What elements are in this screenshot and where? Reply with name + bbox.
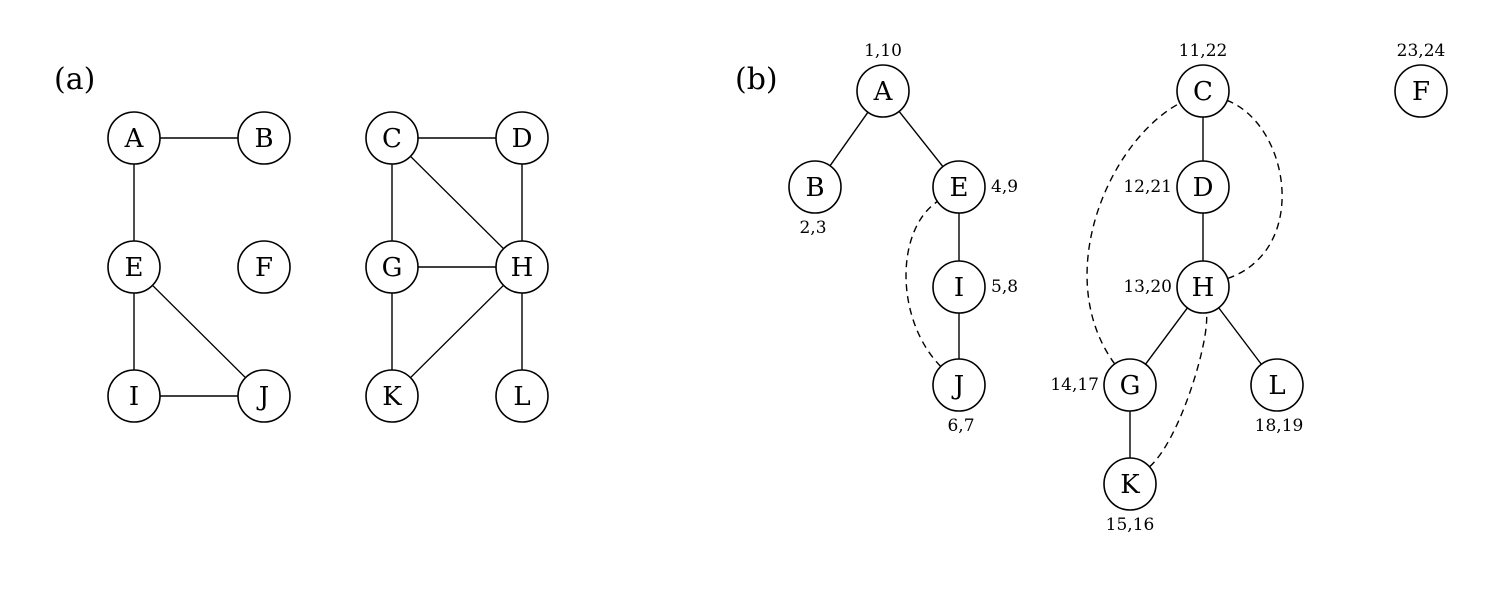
b-node-circle — [932, 260, 986, 314]
b-node-circle — [1176, 260, 1230, 314]
a-node-label: G — [382, 253, 403, 283]
a-node-circle — [495, 111, 549, 165]
a-node-i: I — [107, 369, 161, 423]
b-node-times-b: 2,3 — [799, 218, 826, 238]
a-node-label: J — [256, 382, 269, 412]
b-node-label: K — [1120, 470, 1140, 500]
a-node-a: A — [107, 111, 161, 165]
a-node-label: A — [124, 124, 145, 154]
b-node-times-f: 23,24 — [1397, 41, 1446, 61]
b-node-label: L — [1268, 371, 1285, 401]
b-node-j: J 6,7 — [932, 358, 986, 436]
b-node-times-e: 4,9 — [991, 177, 1018, 197]
b-node-i: I 5,8 — [932, 260, 1018, 314]
b-node-circle — [932, 160, 986, 214]
b-node-circle — [1394, 64, 1448, 118]
b-node-circle — [1103, 358, 1157, 412]
b-node-times-h: 13,20 — [1123, 277, 1172, 297]
b-node-label: H — [1192, 273, 1215, 303]
a-node-circle — [237, 369, 291, 423]
b-back-edge-k-h — [1149, 312, 1208, 468]
b-node-times-l: 18,19 — [1255, 416, 1304, 436]
a-node-e: E — [107, 240, 161, 294]
a-node-circle — [237, 111, 291, 165]
b-node-label: D — [1193, 173, 1214, 203]
a-node-label: K — [382, 382, 402, 412]
b-node-times-i: 5,8 — [991, 277, 1018, 297]
b-node-circle — [932, 358, 986, 412]
b-node-label: C — [1193, 77, 1213, 107]
a-node-label: L — [513, 382, 530, 412]
a-node-circle — [107, 240, 161, 294]
b-node-circle — [1176, 160, 1230, 214]
panel-b-label: (b) — [735, 62, 778, 97]
b-tree-edge-h-l — [1218, 307, 1262, 365]
b-node-circle — [1103, 457, 1157, 511]
b-node-times-g: 14,17 — [1050, 375, 1099, 395]
a-node-h: H — [495, 240, 549, 294]
b-tree-edge-h-g — [1144, 307, 1189, 365]
b-node-c: C 11,22 — [1176, 41, 1230, 118]
a-node-g: G — [365, 240, 419, 294]
b-node-circle — [1176, 64, 1230, 118]
a-node-label: F — [255, 253, 273, 283]
b-node-k: K 15,16 — [1103, 457, 1157, 535]
b-node-circle — [1250, 358, 1304, 412]
b-node-b: B 2,3 — [788, 160, 842, 238]
a-node-j: J — [237, 369, 291, 423]
a-node-label: B — [254, 124, 273, 154]
b-back-edge-j-e — [905, 200, 942, 367]
b-tree-edge-a-b — [829, 111, 869, 167]
a-node-circle — [495, 240, 549, 294]
b-node-label: A — [873, 77, 894, 107]
b-node-e: E 4,9 — [932, 160, 1018, 214]
b-node-label: J — [951, 371, 964, 401]
a-node-label: C — [382, 124, 402, 154]
a-node-label: E — [125, 253, 144, 283]
a-node-circle — [365, 369, 419, 423]
a-node-circle — [495, 369, 549, 423]
b-node-l: L 18,19 — [1250, 358, 1304, 436]
b-tree-edge-a-e — [898, 110, 944, 168]
a-node-circle — [107, 111, 161, 165]
b-node-times-k: 15,16 — [1106, 515, 1155, 535]
a-node-k: K — [365, 369, 419, 423]
a-node-circle — [365, 240, 419, 294]
b-node-f: F 23,24 — [1394, 41, 1448, 118]
b-back-edge-g-c — [1086, 102, 1181, 365]
b-back-edge-h-c — [1226, 99, 1283, 280]
a-node-b: B — [237, 111, 291, 165]
b-node-label: B — [805, 173, 824, 203]
b-node-label: E — [950, 173, 969, 203]
a-node-circle — [365, 111, 419, 165]
b-node-a: A 1,10 — [856, 41, 910, 118]
a-node-circle — [107, 369, 161, 423]
b-node-d: D 12,21 — [1123, 160, 1230, 214]
a-edge-h-k — [409, 284, 505, 379]
a-edge-c-h — [409, 155, 505, 250]
b-node-circle — [856, 64, 910, 118]
a-node-circle — [237, 240, 291, 294]
a-edge-e-j — [151, 284, 247, 379]
b-node-times-j: 6,7 — [947, 416, 974, 436]
panel-a-label: (a) — [54, 62, 95, 97]
a-node-f: F — [237, 240, 291, 294]
b-node-label: F — [1412, 77, 1430, 107]
a-node-c: C — [365, 111, 419, 165]
a-node-d: D — [495, 111, 549, 165]
b-node-times-d: 12,21 — [1123, 177, 1172, 197]
a-node-label: H — [511, 253, 534, 283]
b-node-g: G 14,17 — [1050, 358, 1157, 412]
b-node-h: H 13,20 — [1123, 260, 1230, 314]
b-node-label: G — [1120, 371, 1141, 401]
b-node-circle — [788, 160, 842, 214]
b-node-times-a: 1,10 — [864, 41, 902, 61]
a-node-label: D — [512, 124, 533, 154]
a-node-label: I — [129, 382, 139, 412]
b-node-times-c: 11,22 — [1179, 41, 1228, 61]
a-node-l: L — [495, 369, 549, 423]
b-node-label: I — [954, 273, 964, 303]
